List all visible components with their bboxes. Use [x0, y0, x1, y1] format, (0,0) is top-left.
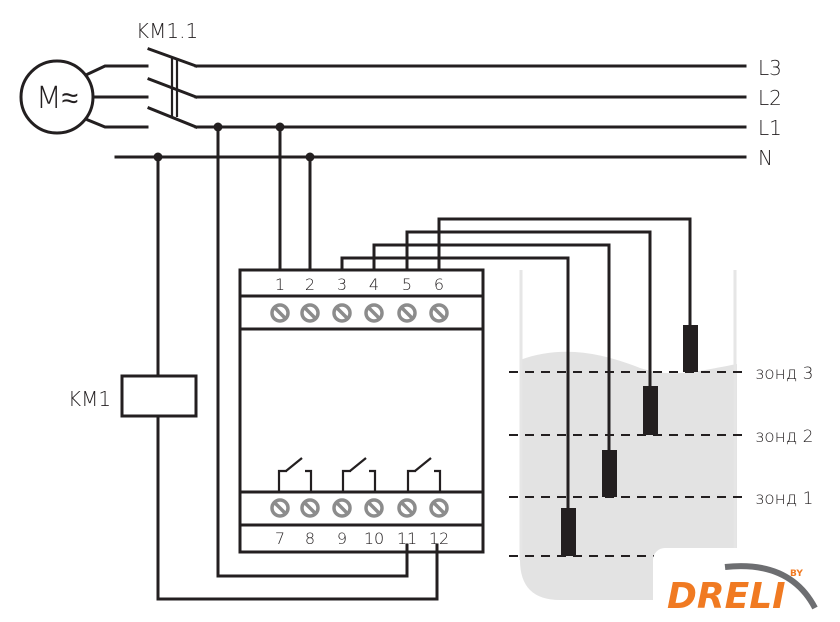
km1-1-label: KM1.1 [136, 19, 198, 43]
terminal-label-10: 10 [364, 529, 384, 548]
probe-2-electrode [643, 386, 658, 435]
probe-3-electrode [683, 325, 698, 372]
terminal-label-8: 8 [305, 529, 315, 548]
probes [561, 325, 698, 556]
motor: M≈ [19, 59, 149, 135]
label-n: N [758, 146, 773, 170]
terminal-label-6: 6 [434, 275, 444, 294]
terminal-label-5: 5 [402, 275, 412, 294]
screw-terminal-4 [364, 303, 384, 323]
label-l1: L1 [758, 116, 782, 140]
contactor-km1-1: KM1.1 [136, 19, 198, 129]
terminal-label-1: 1 [275, 275, 285, 294]
bottom-terminal-labels: 7 8 9 10 11 12 [275, 529, 449, 548]
power-lines: L3 L2 L1 N [114, 56, 782, 170]
level-lines: зонд 3 зонд 2 зонд 1 [509, 364, 813, 557]
relay-contacts [277, 457, 442, 492]
screw-terminal-11 [397, 498, 417, 518]
terminal-label-11: 11 [397, 529, 417, 548]
km1-label: KM1 [68, 387, 111, 411]
probe-wires [340, 217, 692, 510]
terminal-label-2: 2 [305, 275, 315, 294]
logo-by: BY [790, 569, 803, 579]
screw-terminal-1 [270, 303, 290, 323]
screw-terminal-9 [332, 498, 352, 518]
label-probe-3: зонд 3 [755, 364, 813, 384]
terminal-label-4: 4 [369, 275, 379, 294]
logo-text: DRELI [667, 576, 786, 617]
label-probe-1: зонд 1 [755, 489, 813, 509]
screw-terminal-5 [397, 303, 417, 323]
label-l3: L3 [758, 56, 782, 80]
label-l2: L2 [758, 86, 782, 110]
screw-terminal-12 [429, 498, 449, 518]
screw-terminal-2 [300, 303, 320, 323]
terminal-label-12: 12 [429, 529, 449, 548]
terminal-label-9: 9 [337, 529, 347, 548]
top-terminal-labels: 1 2 3 4 5 6 [275, 275, 444, 294]
motor-label: M≈ [36, 81, 78, 116]
screw-terminal-8 [300, 498, 320, 518]
label-probe-2: зонд 2 [755, 427, 813, 447]
probe-1-electrode [602, 450, 617, 497]
bottom-screws [270, 498, 449, 518]
screw-terminal-3 [332, 303, 352, 323]
screw-terminal-6 [429, 303, 449, 323]
dreli-logo: DRELI BY [653, 548, 840, 622]
screw-terminal-10 [364, 498, 384, 518]
terminal-label-3: 3 [337, 275, 347, 294]
screw-terminal-7 [270, 498, 290, 518]
terminal-label-7: 7 [275, 529, 285, 548]
top-screws [270, 303, 449, 323]
probe-com-electrode [561, 508, 576, 556]
coil-km1: KM1 [68, 125, 439, 601]
